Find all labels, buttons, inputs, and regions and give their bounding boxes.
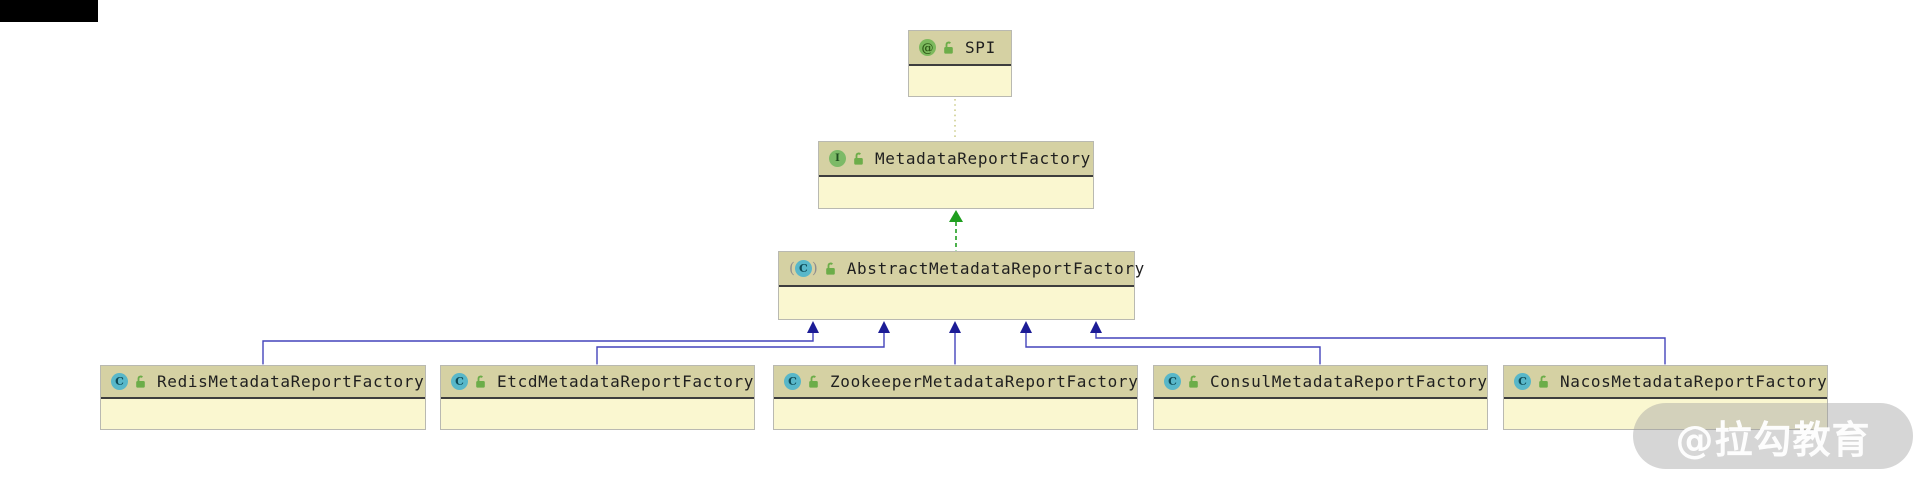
node-header: ( C ) AbstractMetadataReportFactory — [779, 252, 1144, 287]
node-label: ZookeeperMetadataReportFactory — [830, 372, 1139, 391]
node-label: MetadataReportFactory — [875, 149, 1091, 168]
unlocked-icon — [825, 262, 835, 275]
node-members-compartment — [1504, 399, 1827, 429]
node-members-compartment — [1154, 399, 1487, 429]
unlocked-icon — [476, 375, 485, 388]
watermark-text: @拉勾教育 — [1675, 417, 1871, 462]
node-header: @ SPI — [909, 31, 1011, 66]
annotation-node-spi[interactable]: @ SPI — [908, 30, 1012, 97]
annotation-icon: @ — [919, 39, 936, 56]
node-label: AbstractMetadataReportFactory — [846, 259, 1145, 278]
node-header: C EtcdMetadataReportFactory — [441, 366, 754, 399]
class-node-zookeeper-metadata-report-factory[interactable]: C ZookeeperMetadataReportFactory — [773, 365, 1138, 430]
class-node-etcd-metadata-report-factory[interactable]: C EtcdMetadataReportFactory — [440, 365, 755, 430]
edge-extends-redis — [262, 321, 819, 365]
node-members-compartment — [909, 66, 1011, 96]
node-members-compartment — [819, 177, 1093, 208]
censor-bar — [0, 0, 98, 22]
node-header: C NacosMetadataReportFactory — [1504, 366, 1827, 399]
node-label: SPI — [965, 38, 996, 57]
node-label: ConsulMetadataReportFactory — [1210, 372, 1488, 391]
node-members-compartment — [441, 399, 754, 429]
watermark-badge: @拉勾教育 — [1633, 403, 1913, 469]
class-icon: C — [784, 373, 801, 390]
node-members-compartment — [101, 399, 425, 429]
unlocked-icon — [854, 152, 863, 165]
node-header: C ZookeeperMetadataReportFactory — [774, 366, 1139, 399]
interface-icon: I — [829, 150, 846, 167]
unlocked-icon — [136, 375, 145, 388]
edge-extends-zookeeper — [949, 321, 961, 365]
class-node-consul-metadata-report-factory[interactable]: C ConsulMetadataReportFactory — [1153, 365, 1488, 430]
node-members-compartment — [774, 399, 1137, 429]
class-icon: C — [451, 373, 468, 390]
class-node-nacos-metadata-report-factory[interactable]: C NacosMetadataReportFactory — [1503, 365, 1828, 430]
class-icon: C — [1164, 373, 1181, 390]
node-label: RedisMetadataReportFactory — [157, 372, 425, 391]
class-icon: C — [111, 373, 128, 390]
abstract-paren-open: ( — [789, 259, 795, 277]
interface-node-metadata-report-factory[interactable]: I MetadataReportFactory — [818, 141, 1094, 209]
node-label: EtcdMetadataReportFactory — [497, 372, 755, 391]
unlocked-icon — [809, 375, 818, 388]
node-label: NacosMetadataReportFactory — [1560, 372, 1828, 391]
unlocked-icon — [1189, 375, 1198, 388]
abstract-paren-close: ) — [811, 259, 818, 277]
class-icon: C — [1514, 373, 1531, 390]
abstract-class-node-abstract-metadata-report-factory[interactable]: ( C ) AbstractMetadataReportFactory — [778, 251, 1144, 320]
node-members-compartment — [779, 287, 1134, 319]
class-icon: C — [794, 260, 812, 277]
abstract-class-icon: ( C ) — [789, 260, 818, 277]
edge-extends-nacos — [1090, 321, 1666, 365]
node-header: C RedisMetadataReportFactory — [101, 366, 425, 399]
node-header: C ConsulMetadataReportFactory — [1154, 366, 1487, 399]
unlocked-icon — [944, 41, 953, 54]
node-header: I MetadataReportFactory — [819, 142, 1093, 177]
edge-extends-etcd — [596, 321, 890, 365]
unlocked-icon — [1539, 375, 1548, 388]
edge-extends-consul — [1020, 321, 1321, 365]
class-node-redis-metadata-report-factory[interactable]: C RedisMetadataReportFactory — [100, 365, 426, 430]
edge-implements-metadata-report-factory — [949, 210, 963, 251]
